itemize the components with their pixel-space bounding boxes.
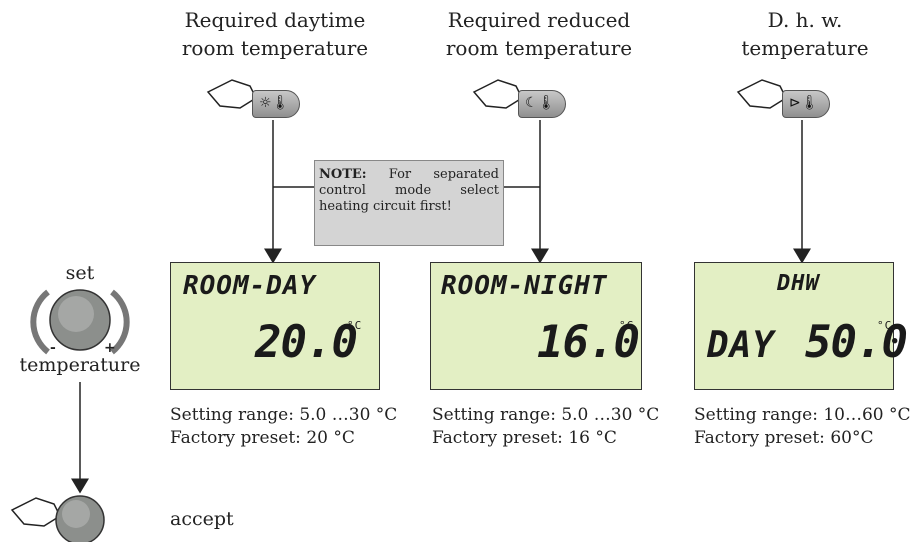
lcd-unit: °C xyxy=(619,319,635,332)
title-reduced: Required reduced room temperature xyxy=(434,6,644,62)
knob-label-set: set xyxy=(65,262,95,284)
title-line: D. h. w. xyxy=(767,8,843,32)
dhw-temp-button[interactable]: ⊳🌡 xyxy=(782,90,830,118)
lcd-line1: ROOM-DAY xyxy=(183,271,317,301)
tap-thermometer-icon: ⊳🌡 xyxy=(789,95,819,111)
lcd-value: 20.0 xyxy=(255,317,358,368)
hand-icon-col1 xyxy=(206,79,257,109)
setting-range: Setting range: 10…60 °C xyxy=(694,405,911,425)
lcd-line1: ROOM-NIGHT xyxy=(441,271,608,301)
knob-minus: - xyxy=(50,340,56,356)
setting-range: Setting range: 5.0 …30 °C xyxy=(432,405,660,425)
note-box: NOTE: For separated control mode select … xyxy=(314,160,504,246)
title-line: room temperature xyxy=(181,36,369,60)
knob-dial-icon xyxy=(30,289,130,355)
moon-thermometer-icon: ☾🌡 xyxy=(525,95,556,111)
title-daytime: Required daytime room temperature xyxy=(170,6,380,62)
reduced-temp-button[interactable]: ☾🌡 xyxy=(518,90,566,118)
info-daytime: Setting range: 5.0 …30 °C Factory preset… xyxy=(170,404,397,450)
sun-thermometer-icon: ☼🌡 xyxy=(259,95,290,111)
title-dhw: D. h. w. temperature xyxy=(730,6,880,62)
factory-preset: Factory preset: 20 °C xyxy=(170,428,355,448)
factory-preset: Factory preset: 60°C xyxy=(694,428,874,448)
title-line: temperature xyxy=(741,36,869,60)
accept-knob-icon xyxy=(55,495,105,542)
hand-icons xyxy=(10,79,787,527)
info-reduced: Setting range: 5.0 …30 °C Factory preset… xyxy=(432,404,659,450)
lcd-line1: DHW xyxy=(777,271,820,296)
accept-knob[interactable] xyxy=(56,496,104,542)
hand-icon-knob xyxy=(10,497,61,527)
factory-preset: Factory preset: 16 °C xyxy=(432,428,617,448)
note-label: NOTE: xyxy=(319,167,367,182)
title-line: Required daytime xyxy=(184,8,366,32)
accept-label: accept xyxy=(170,508,234,530)
title-line: Required reduced xyxy=(447,8,631,32)
lcd-unit: °C xyxy=(347,319,363,332)
hand-icon-col3 xyxy=(736,79,787,109)
set-temperature-knob[interactable] xyxy=(50,290,110,350)
lcd-unit: °C xyxy=(877,319,893,332)
lcd-display-dhw: DHW DAY 50.0 °C xyxy=(694,262,908,390)
info-dhw: Setting range: 10…60 °C Factory preset: … xyxy=(694,404,911,450)
lcd-display-reduced: ROOM-NIGHT 16.0 °C xyxy=(430,262,642,390)
daytime-temp-button[interactable]: ☼🌡 xyxy=(252,90,300,118)
lcd-value: 16.0 xyxy=(537,317,640,368)
lcd-display-daytime: ROOM-DAY 20.0 °C xyxy=(170,262,380,390)
hand-icon-col2 xyxy=(472,79,523,109)
lcd-value: 50.0 xyxy=(805,317,908,368)
knob-plus: + xyxy=(104,340,116,356)
setting-range: Setting range: 5.0 …30 °C xyxy=(170,405,398,425)
title-line: room temperature xyxy=(445,36,633,60)
lcd-line2-left: DAY xyxy=(707,325,776,366)
knob-label-temperature: temperature xyxy=(19,354,141,376)
note-text: For separated control mode select heatin… xyxy=(319,167,499,214)
